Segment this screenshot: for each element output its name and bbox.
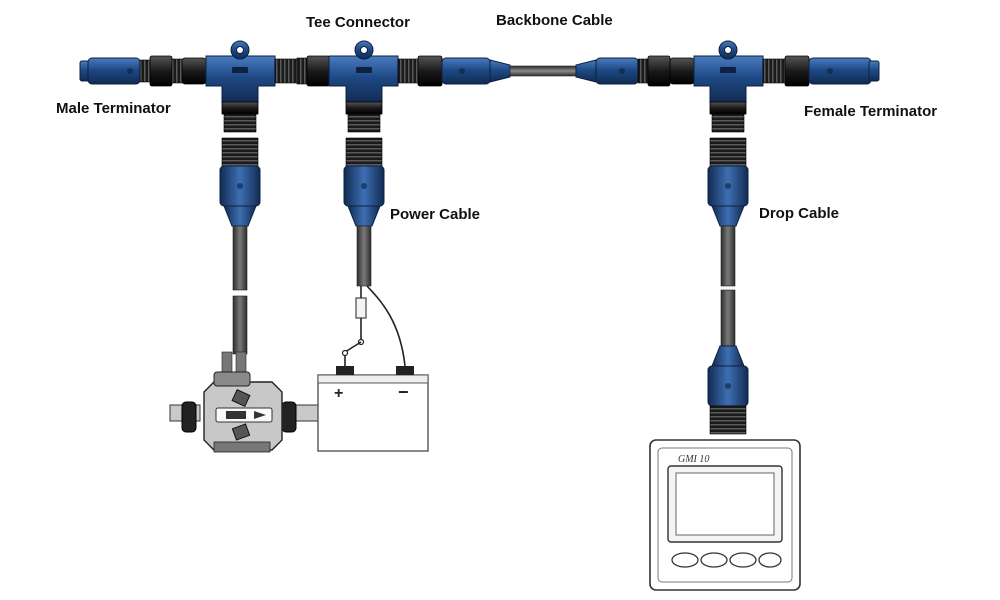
- display-key-4[interactable]: [758, 552, 782, 568]
- display-key-2[interactable]: [700, 552, 728, 568]
- male-terminator: [79, 55, 183, 87]
- tee-connector-2: [296, 40, 419, 133]
- tee-connector-label: Tee Connector: [306, 14, 410, 31]
- battery-positive-symbol: +: [334, 385, 343, 402]
- display-softkeys: [671, 552, 782, 568]
- display-model-label: GMI 10: [678, 454, 709, 465]
- drop-connector-1: [219, 137, 261, 375]
- display-key-1[interactable]: [671, 552, 699, 568]
- female-terminator: [784, 55, 880, 87]
- backbone-cable-label: Backbone Cable: [496, 12, 613, 29]
- battery-negative-symbol: −: [398, 382, 409, 402]
- tee-connector-1: [181, 40, 298, 133]
- gmi10-display: GMI 10: [649, 439, 801, 591]
- tee-connector-3: [669, 40, 786, 133]
- drop-cable: [707, 137, 749, 435]
- drop-cable-label: Drop Cable: [759, 205, 840, 222]
- backbone-row: [79, 40, 880, 133]
- backbone-cable: [417, 55, 671, 87]
- sensor-junction-box: [169, 371, 323, 453]
- display-key-3[interactable]: [729, 552, 757, 568]
- battery: + −: [317, 366, 429, 452]
- female-terminator-label: Female Terminator: [804, 103, 938, 120]
- power-cable-label: Power Cable: [390, 206, 481, 223]
- male-terminator-label: Male Terminator: [56, 100, 171, 117]
- power-cable: [341, 137, 406, 367]
